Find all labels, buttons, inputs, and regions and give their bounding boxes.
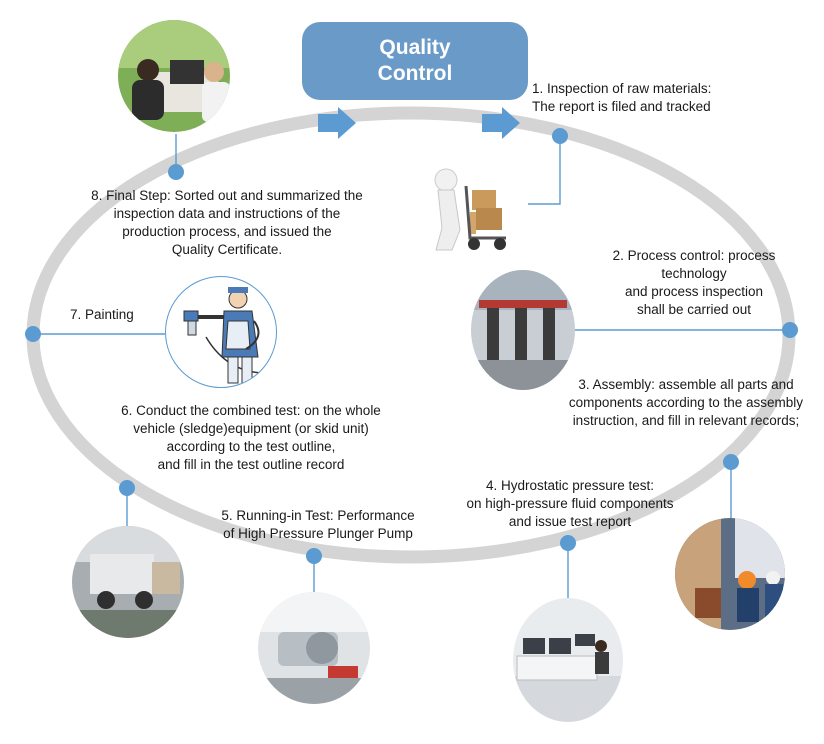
step-dot-8 <box>168 164 184 180</box>
step-4-label: 4. Hydrostatic pressure test:on high-pre… <box>466 478 674 529</box>
step-dot-2 <box>782 322 798 338</box>
meeting-photo-icon <box>118 20 230 132</box>
truck-equipment-photo-icon <box>72 526 184 638</box>
step-dot-4 <box>560 535 576 551</box>
spray-painter-icon <box>165 276 277 388</box>
workers-assembly-photo-icon <box>675 518 785 630</box>
hand-truck-boxes-icon <box>426 160 522 256</box>
step-dot-6 <box>119 480 135 496</box>
ring-arrow-right <box>482 107 520 139</box>
factory-hall-photo-icon <box>471 270 575 390</box>
connector-1 <box>528 136 561 205</box>
title-line-1: Quality <box>379 36 451 59</box>
control-room-photo-icon <box>513 598 623 722</box>
pump-skid-photo-icon <box>258 592 370 704</box>
step-dot-7 <box>25 326 41 342</box>
ring-arrow-left <box>318 107 356 139</box>
title-line-2: Control <box>377 62 453 85</box>
step-6-label: 6. Conduct the combined test: on the who… <box>121 403 381 472</box>
step-dot-1 <box>552 128 568 144</box>
step-dot-5 <box>306 548 322 564</box>
step-8-label: 8. Final Step: Sorted out and summarized… <box>91 188 363 257</box>
step-dot-3 <box>723 454 739 470</box>
step-7-label: 7. Painting <box>70 307 134 322</box>
step-1-label: 1. Inspection of raw materials:The repor… <box>532 81 712 114</box>
title-box: Quality Control <box>302 22 528 100</box>
